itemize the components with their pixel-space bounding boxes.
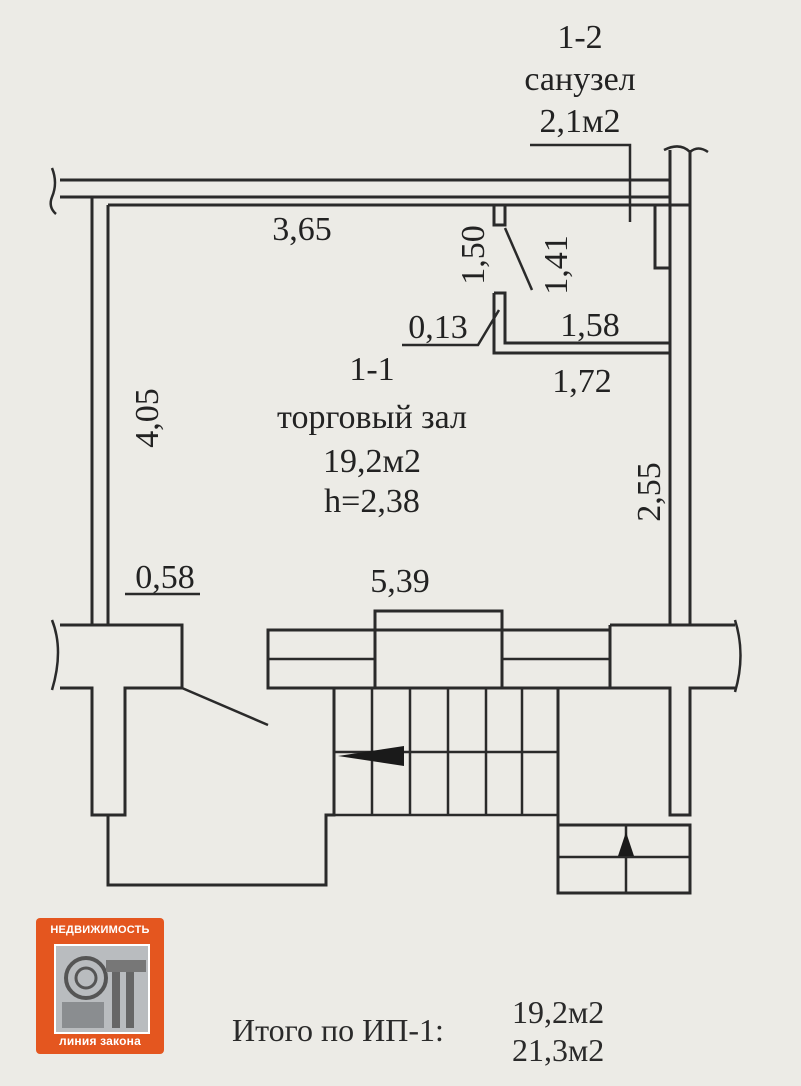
logo-top-text: НЕДВИЖИМОСТЬ [50, 924, 150, 936]
up-arrow-icon [618, 832, 634, 856]
dim-bath-height-right: 1,41 [538, 235, 575, 295]
entrance-arrow-icon [338, 746, 404, 766]
leader-lines [125, 143, 632, 596]
bathroom-id: 1-2 [557, 19, 602, 56]
dim-bath-width-outer: 1,72 [552, 363, 612, 400]
totals-label: Итого по ИП-1: [232, 1012, 444, 1048]
floor-plan: 1-2 санузел 2,1м2 3,65 1,50 1,41 0,13 1,… [49, 19, 742, 895]
hall-area: 19,2м2 [323, 443, 421, 480]
bathroom-name: санузел [524, 61, 635, 98]
dim-bath-width-inner: 1,58 [560, 307, 620, 344]
dim-right-wall: 2,55 [631, 462, 668, 522]
dim-left-wall: 4,05 [129, 388, 166, 448]
company-logo: НЕДВИЖИМОСТЬ линия закона [36, 918, 164, 1054]
left-pier [50, 619, 269, 817]
bathroom-partition [492, 205, 670, 355]
totals-value-2: 21,3м2 [512, 1032, 605, 1068]
column-capital-icon [54, 944, 150, 1034]
logo-bottom-text: линия закона [59, 1034, 141, 1048]
bathroom-area: 2,1м2 [539, 103, 620, 140]
dim-bath-height-left: 1,50 [455, 225, 492, 285]
dim-front-width: 5,39 [370, 563, 430, 600]
dim-pier: 0,58 [135, 559, 195, 596]
top-wall [49, 167, 670, 215]
left-wall [90, 197, 670, 625]
right-pier [608, 619, 742, 817]
totals-value-1: 19,2м2 [512, 994, 605, 1030]
front-window [266, 609, 612, 690]
hall-id: 1-1 [349, 351, 394, 388]
right-wall [653, 145, 709, 625]
hall-name: торговый зал [277, 399, 467, 436]
dim-partition: 0,13 [408, 309, 468, 346]
dim-top-wall: 3,65 [272, 211, 332, 248]
entrance-stairs [106, 686, 692, 895]
hall-height: h=2,38 [324, 483, 420, 520]
totals: Итого по ИП-1: 19,2м2 21,3м2 [232, 994, 652, 1080]
